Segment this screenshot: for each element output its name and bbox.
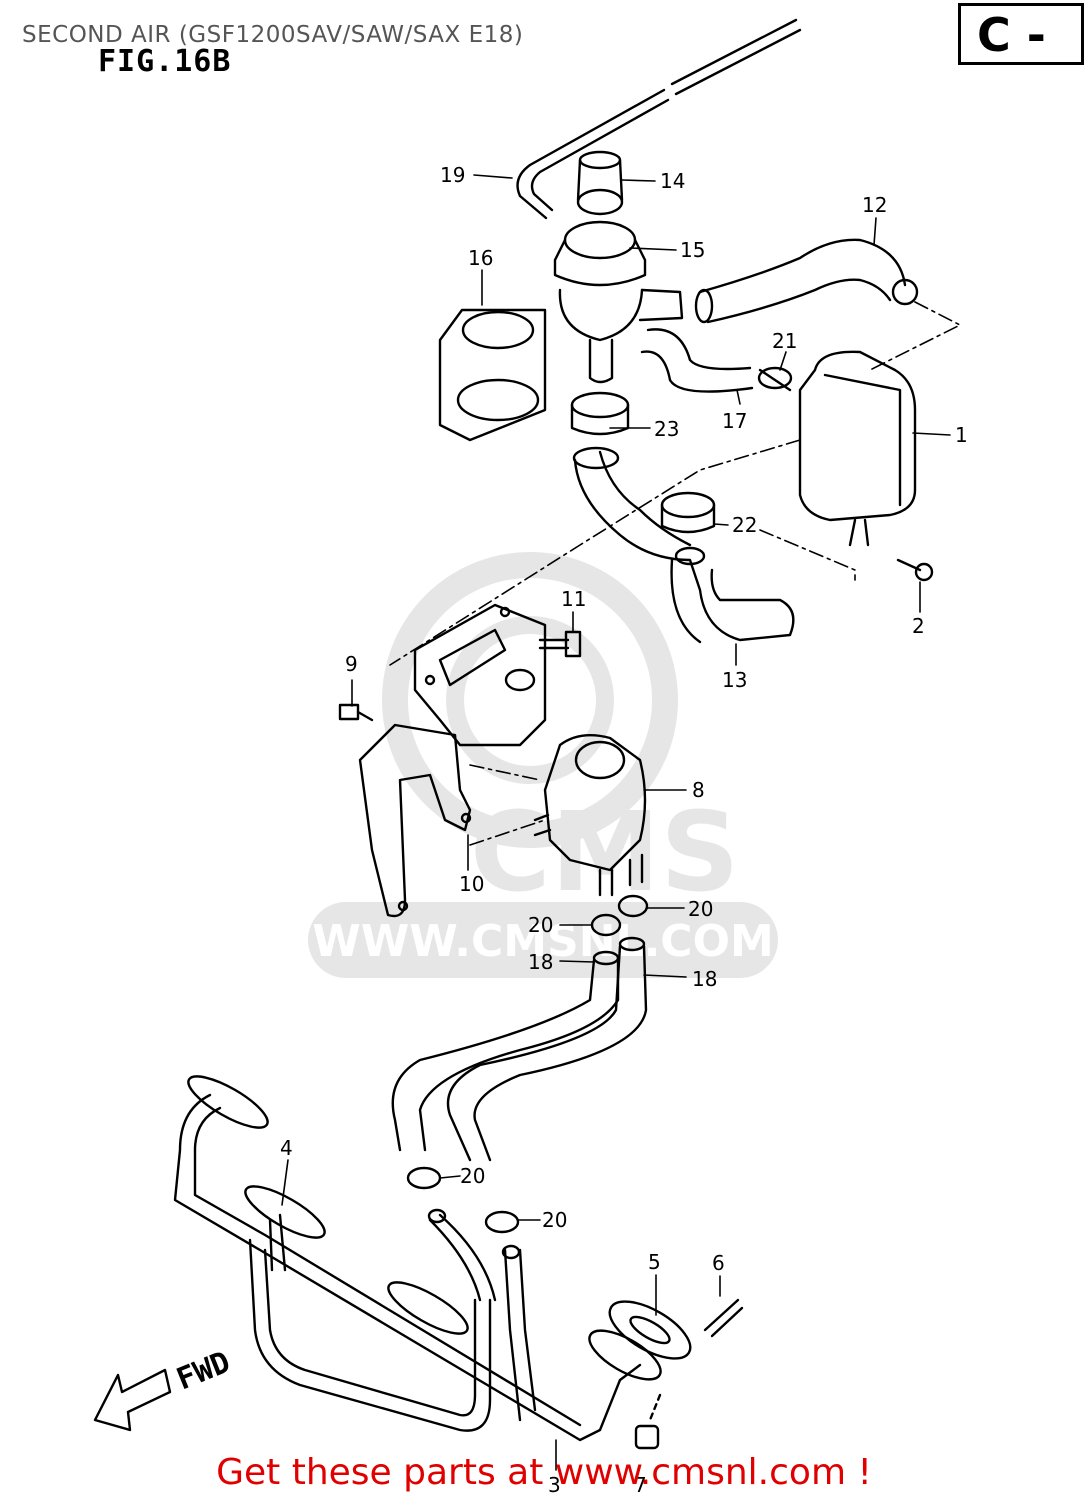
callout-5: 5: [648, 1250, 661, 1274]
part-bracket-16: [438, 308, 547, 442]
leader-lines: [281, 174, 951, 1471]
part-hose-19: [516, 18, 802, 220]
callout-23: 23: [654, 417, 679, 441]
part-reed-valve-1: [798, 350, 917, 547]
part-hose-17: [640, 328, 754, 393]
part-hose-12: [694, 238, 919, 324]
section-badge-label: C -: [977, 8, 1046, 62]
guide-lines: [389, 301, 961, 846]
callout-21: 21: [772, 329, 797, 353]
callout-7: 7: [634, 1473, 647, 1497]
footer-link-text[interactable]: Get these parts at www.cmsnl.com !: [216, 1452, 872, 1493]
part-pipe-3: [173, 1075, 642, 1442]
callout-4: 4: [280, 1136, 293, 1160]
figure-label: FIG.16B: [98, 44, 232, 79]
callout-22: 22: [732, 513, 757, 537]
callout-20-b: 20: [528, 913, 553, 937]
callout-18-b: 18: [692, 967, 717, 991]
part-bolt-2: [896, 558, 934, 582]
part-nut-7: [634, 1393, 662, 1450]
part-bracket-10: [358, 723, 472, 918]
callout-6: 6: [712, 1251, 725, 1275]
callout-1: 1: [955, 423, 968, 447]
diagram-title: SECOND AIR (GSF1200SAV/SAW/SAX E18): [22, 22, 524, 48]
callout-18-a: 18: [528, 950, 553, 974]
part-clamp-22: [660, 491, 716, 534]
callout-14: 14: [660, 169, 685, 193]
part-hose-13: [572, 446, 795, 644]
callout-20-a: 20: [688, 897, 713, 921]
callout-8: 8: [692, 778, 705, 802]
callout-20-c: 20: [460, 1164, 485, 1188]
watermark-text: WWW.CMSNL.COM: [312, 916, 774, 967]
svg-text:CMS: CMS: [470, 788, 739, 916]
part-hoses-18: [391, 936, 648, 1162]
callout-17: 17: [722, 409, 747, 433]
callout-3: 3: [548, 1473, 561, 1497]
callout-20-d: 20: [542, 1208, 567, 1232]
callout-9: 9: [345, 652, 358, 676]
callout-10: 10: [459, 872, 484, 896]
callout-11: 11: [561, 587, 586, 611]
part-bracket-plate: [413, 603, 547, 747]
fwd-label: FWD: [172, 1345, 235, 1398]
callout-19: 19: [440, 163, 465, 187]
part-clamp-21: [757, 366, 793, 392]
part-valve-15: [553, 220, 684, 384]
watermark: CMS WWW.CMSNL.COM: [308, 552, 778, 978]
fwd-arrow-icon: [93, 1368, 172, 1432]
part-gasket-5: [588, 1300, 692, 1381]
callout-2: 2: [912, 614, 925, 638]
callout-13: 13: [722, 668, 747, 692]
part-control-valve-8: [533, 734, 647, 897]
part-cap-14: [576, 150, 624, 216]
section-badge: C -: [958, 3, 1084, 65]
callout-16: 16: [468, 246, 493, 270]
part-bolt-9: [338, 703, 374, 722]
part-stud-6: [703, 1298, 744, 1338]
callout-labels: 19 14 12 16 15 21 17 1 23 22 2 11 9 13 8…: [280, 163, 968, 1497]
callout-15: 15: [680, 238, 705, 262]
callout-12: 12: [862, 193, 887, 217]
